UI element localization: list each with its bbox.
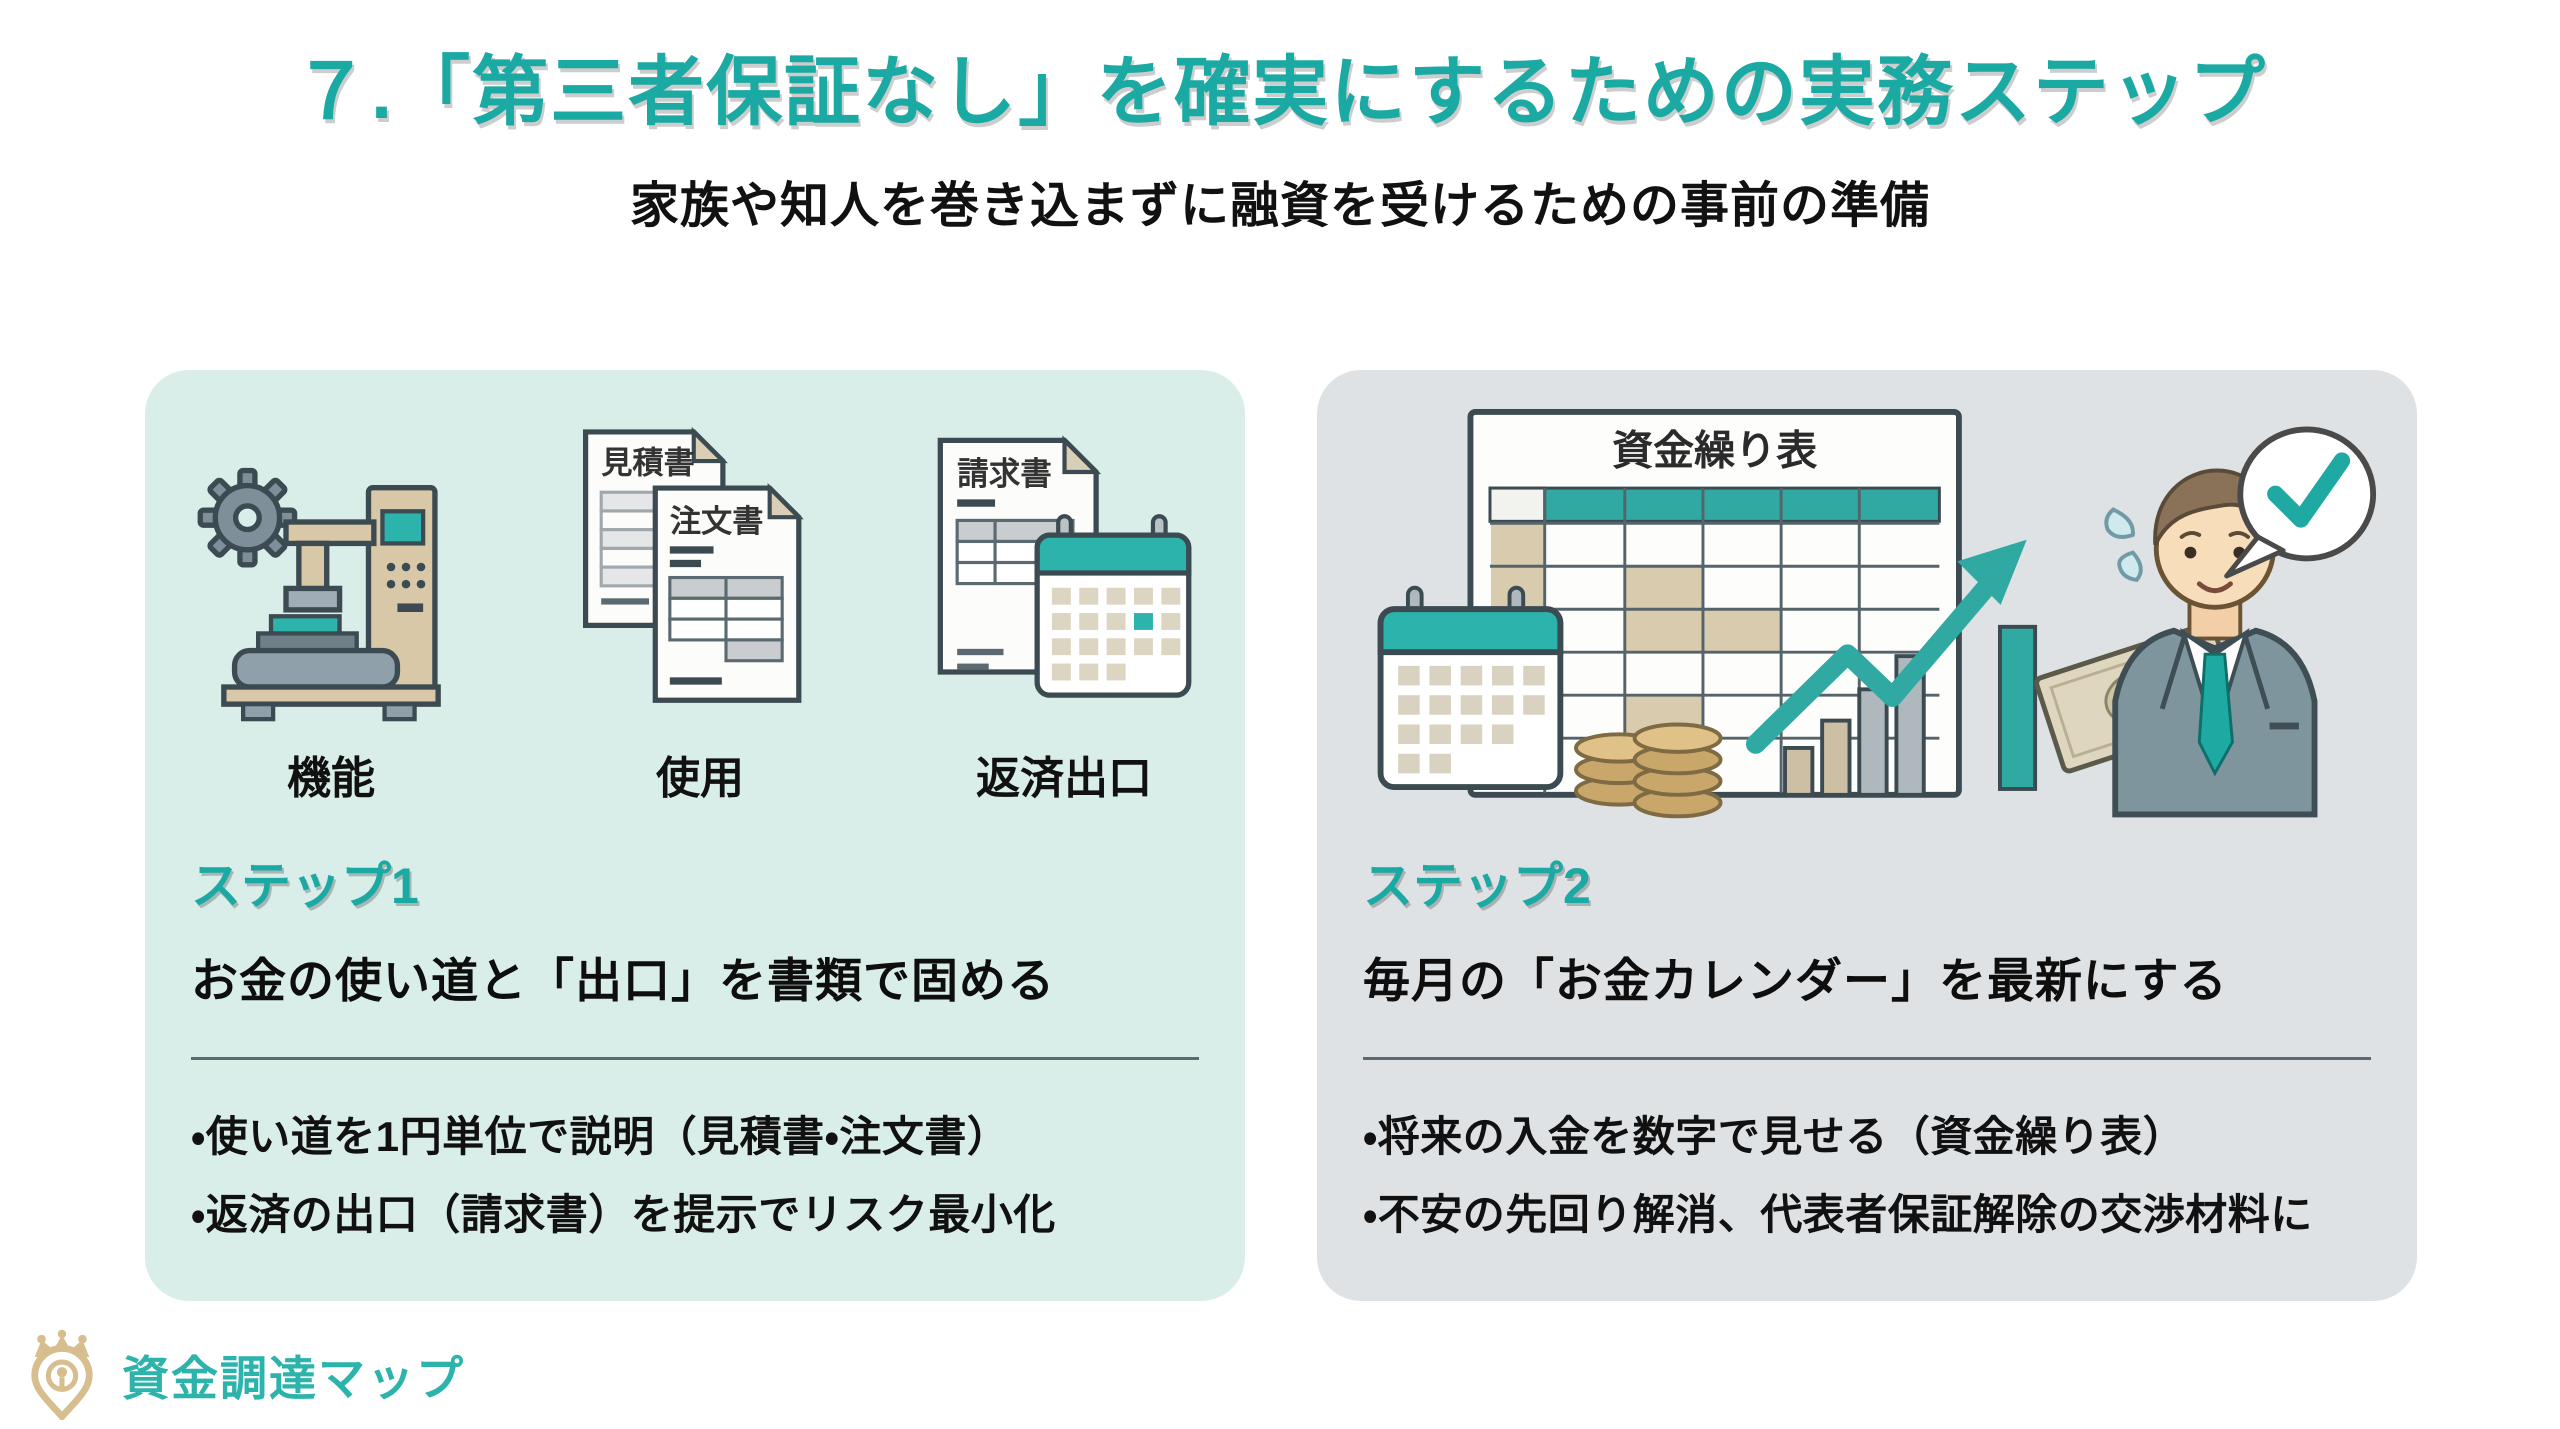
brand-logo: 資金調達マップ xyxy=(16,1328,465,1420)
tie xyxy=(2197,652,2234,777)
sweat-drops-icon xyxy=(2104,507,2143,582)
step1-illustration: 機能 見積書 xyxy=(191,370,1199,806)
gear-icon xyxy=(197,467,298,568)
step2-bullet-2: ・不安の先回り解消、代表者保証解除の交渉材料に xyxy=(1363,1190,2313,1238)
pin-icon xyxy=(31,1345,93,1420)
calendar-icon xyxy=(1377,585,1564,790)
machine-icon xyxy=(197,467,441,722)
check-bubble-icon xyxy=(2224,426,2377,579)
cashflow-spreadsheet-icon: 資金繰り表 xyxy=(1467,408,1962,798)
calendar-icon xyxy=(1034,514,1192,698)
page-title: ７.「第三者保証なし」を確実にするための実務ステップ xyxy=(293,50,2267,135)
order-doc-title: 注文書 xyxy=(670,504,764,539)
order-document-icon: 注文書 xyxy=(652,483,804,703)
machine-icon-group: 機能 xyxy=(191,432,471,806)
documents-icon: 見積書 注文書 xyxy=(583,426,804,703)
businessman-icon xyxy=(2104,468,2318,818)
spreadsheet-title: 資金繰り表 xyxy=(1612,428,1817,474)
header: ７.「第三者保証なし」を確実にするための実務ステップ 家族や知人を巻き込まずに融… xyxy=(0,30,2560,237)
invoice-doc-title: 請求書 xyxy=(957,456,1052,492)
step2-divider xyxy=(1363,1057,2371,1060)
calendar-highlight-day xyxy=(1134,613,1153,630)
invoice-calendar-icon: 請求書 xyxy=(937,435,1192,698)
step1-label: ステップ1 xyxy=(191,858,419,914)
step2-heading: 毎月の「お金カレンダー」を最新にする xyxy=(1363,954,2228,1007)
step2-bullets: ・将来の入金を数字で見せる（資金繰り表） ・不安の先回り解消、代表者保証解除の交… xyxy=(1363,1098,2371,1253)
documents-label: 使用 xyxy=(656,754,744,803)
step1-bullet-2: ・返済の出口（請求書）を提示でリスク最小化 xyxy=(191,1190,1056,1238)
step2-illustration: 資金繰り表 xyxy=(1363,370,2377,819)
repayment-exit-label: 返済出口 xyxy=(976,754,1152,803)
step1-bullet-1: ・使い道を1円単位で説明（見積書・注文書） xyxy=(191,1113,1010,1160)
invoice-calendar-icon-group: 請求書 xyxy=(929,432,1199,806)
bar-chart-icon xyxy=(1783,624,2038,797)
step1-heading: お金の使い道と「出口」を書類で固める xyxy=(191,954,1055,1007)
step1-bullets: ・使い道を1円単位で説明（見積書・注文書） ・返済の出口（請求書）を提示でリスク… xyxy=(191,1098,1199,1253)
page-subtitle: 家族や知人を巻き込まずに融資を受けるための事前の準備 xyxy=(629,179,1930,233)
growth-arrow-icon xyxy=(1745,539,2027,754)
step1-divider xyxy=(191,1057,1199,1060)
map-pin-logo-icon xyxy=(31,1329,93,1420)
step2-bullet-1: ・将来の入金を数字で見せる（資金繰り表） xyxy=(1363,1113,2186,1160)
cashflow-scene: 資金繰り表 xyxy=(1377,408,2377,819)
estimate-doc-title: 見積書 xyxy=(601,446,695,481)
coins-icon xyxy=(1574,722,1723,819)
documents-icon-group: 見積書 注文書 xyxy=(570,422,830,806)
step1-card: 機能 見積書 xyxy=(145,370,1245,1301)
check-icon xyxy=(2267,452,2351,528)
step2-label: ステップ2 xyxy=(1363,858,1591,914)
step2-card: 資金繰り表 xyxy=(1317,370,2417,1301)
brand-name: 資金調達マップ xyxy=(122,1351,465,1405)
machine-label: 機能 xyxy=(287,754,375,803)
